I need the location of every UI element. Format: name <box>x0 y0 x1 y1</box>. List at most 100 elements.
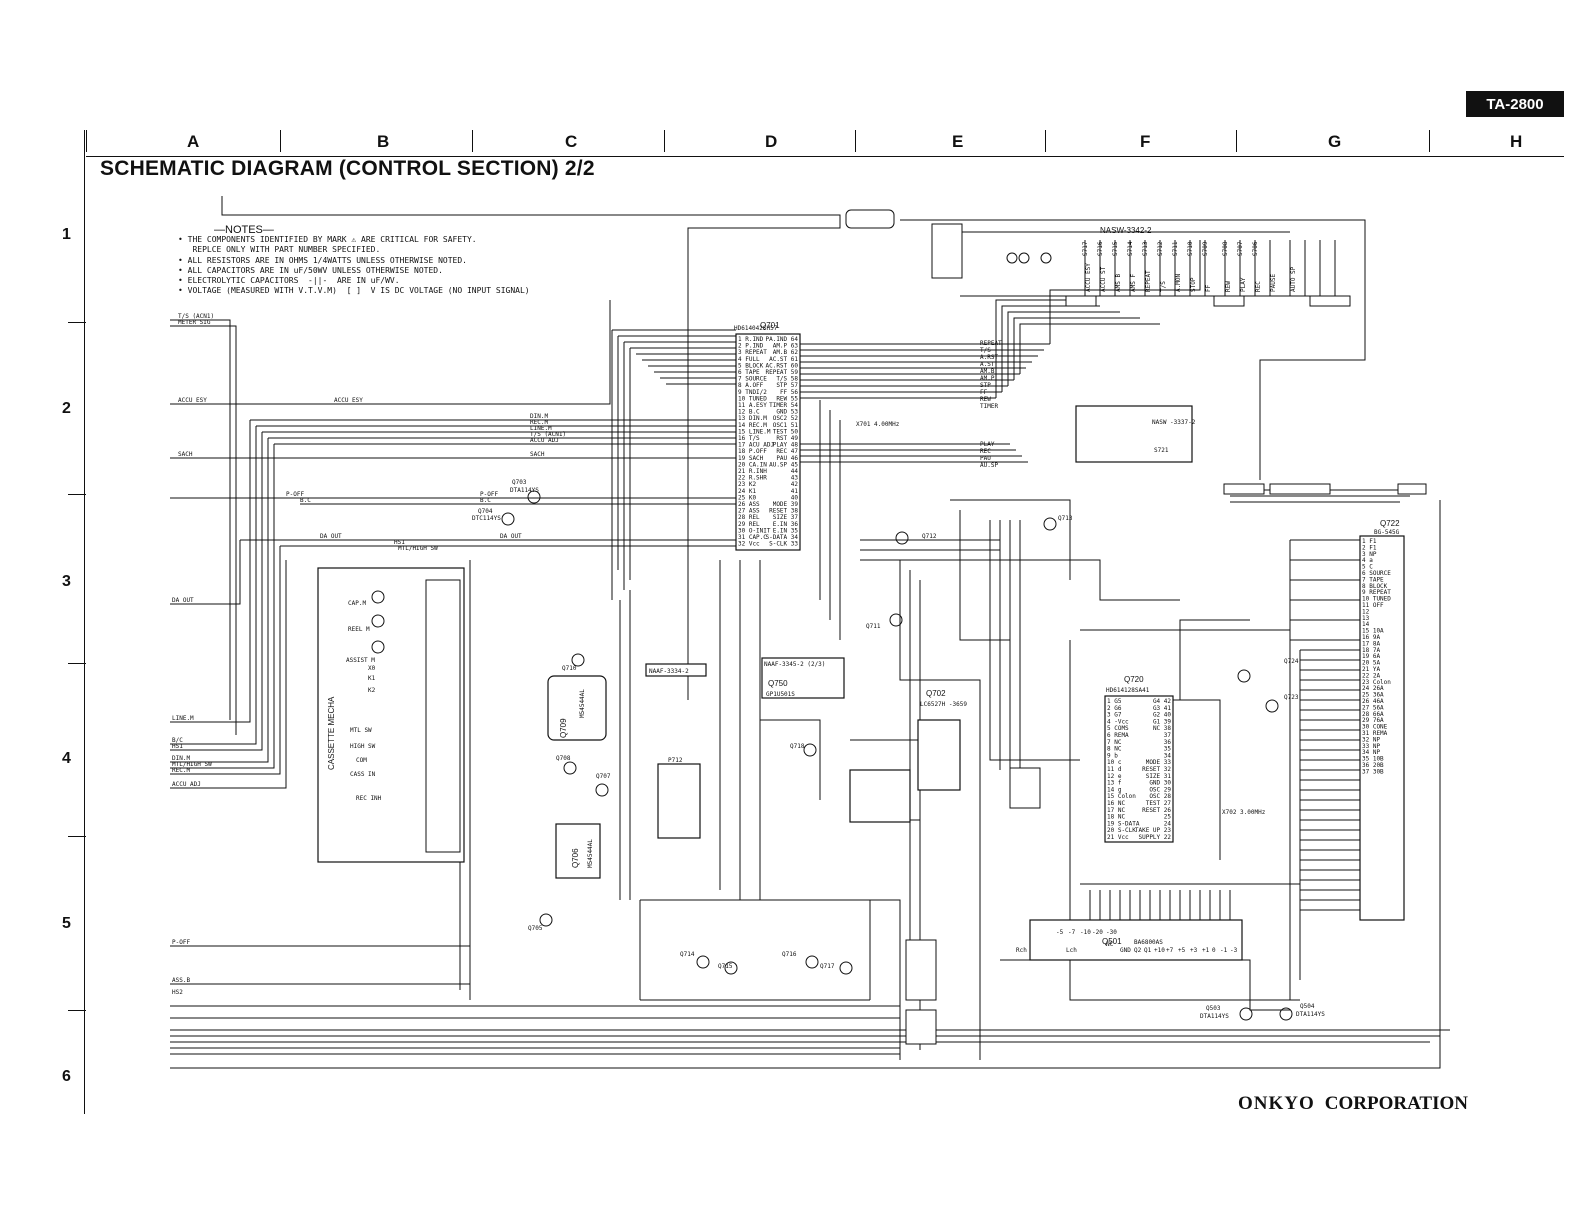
q750-part: GP1U501S <box>766 691 795 698</box>
signal-label: T/S (ACN1) <box>178 313 214 320</box>
transistor-q503 <box>1239 1007 1253 1021</box>
notes-heading-text: NOTES <box>225 224 263 236</box>
wire <box>1089 890 1231 920</box>
q701-pin: 12 B.C <box>738 409 760 416</box>
q701-pin: AM.B 62 <box>773 349 799 356</box>
q722-pin: 17 8A <box>1362 640 1380 647</box>
q720-pin: 34 <box>1164 752 1172 759</box>
signal-label: LINE.M <box>172 715 194 722</box>
q701-pin: 6 TAPE <box>738 369 760 376</box>
q722-pin: 5 C <box>1362 564 1373 571</box>
q704-ref: Q704 <box>478 508 493 515</box>
wire <box>612 329 736 385</box>
signal-label: P-OFF <box>480 491 498 498</box>
transistor-q718 <box>803 743 817 757</box>
q701-pin: 20 CA.IN <box>738 461 767 468</box>
q702-ref: Q702 <box>926 689 946 698</box>
q701-pin: GND 53 <box>776 409 798 416</box>
q701-pin: MODE 39 <box>773 501 799 508</box>
signal-label: METER SIG <box>178 319 211 326</box>
q720-pin: 5 COMS <box>1107 725 1129 732</box>
wire <box>819 400 841 640</box>
wire <box>170 546 281 775</box>
signal-label: PAU <box>980 455 991 462</box>
q701-pin: 17 ACU ADJ <box>738 442 774 449</box>
q701-pin: 27 ASS <box>738 508 760 515</box>
transistor-q712 <box>895 531 909 545</box>
column-tick <box>472 130 473 152</box>
q720-pin: 18 NC <box>1107 814 1125 821</box>
corporation-text: CORPORATION <box>1324 1093 1468 1114</box>
x701-label: X701 4.00MHz <box>856 421 900 428</box>
key-label: FF <box>1205 284 1212 292</box>
q722-pin: 19 6A <box>1362 653 1380 660</box>
q701-pin: RST 49 <box>776 435 798 442</box>
q701-pin: 19 SACH <box>738 455 764 462</box>
wire <box>170 432 263 751</box>
signal-label: ACCU ESY <box>178 397 207 404</box>
q501-pin: -7 <box>1068 929 1076 936</box>
q720-pin: G1 39 <box>1153 718 1171 725</box>
q701-pin: 16 T/S <box>738 435 760 442</box>
column-label-e: E <box>952 132 964 151</box>
q701-ref: Q701 <box>760 321 780 330</box>
q720-pin: 11 d <box>1107 766 1122 773</box>
connector-p702a <box>1213 295 1245 307</box>
q701-part: HD614042SH57 <box>734 325 778 332</box>
signal-label: T/S (ACN1) <box>530 431 566 438</box>
q701-pin: 3 REPEAT <box>738 349 767 356</box>
naaf-3334-label: NAAF-3334-2 <box>649 668 689 675</box>
q701-output-labels: REPEAT T/S A.RST A.ST AM.B AM.P STP FF R… <box>980 340 1002 469</box>
q720-pin: 15 Colon <box>1107 793 1136 800</box>
mecha-label: REEL M <box>348 626 370 633</box>
nasw-3337-label: NASW -3337-2 <box>1152 419 1196 426</box>
transistor-q724 <box>1237 669 1251 683</box>
wire <box>170 319 231 720</box>
q722-pin: 18 7A <box>1362 647 1380 654</box>
signal-label: LINE.M <box>530 425 552 432</box>
q724-ref: Q724 <box>1284 658 1299 665</box>
q701-pin: 30 O-INIT <box>738 527 771 534</box>
row-label-1: 1 <box>62 226 71 243</box>
key-label: REPEAT <box>1145 270 1152 292</box>
q710-ref: Q710 <box>562 665 577 672</box>
q501-ref: Q501 <box>1102 937 1122 946</box>
q722-pin: 15 10A <box>1362 628 1384 635</box>
signal-label: REC.M <box>172 767 190 774</box>
q720-ic <box>1104 695 1174 843</box>
wire <box>995 299 1160 398</box>
connector-p708a <box>1223 483 1265 495</box>
q701-pin: AM.P 63 <box>773 343 799 350</box>
signal-label: DIN.M <box>172 755 190 762</box>
signal-label: P-OFF <box>286 491 304 498</box>
nasw-key-labels: ACCU ESY ACCU ST AMS B AMS F REPEAT T/S … <box>1082 241 1297 292</box>
mid-signal-labels: ACCU ESY DIN.M REC.M LINE.M T/S (ACN1) A… <box>320 397 566 552</box>
row-label-5: 5 <box>62 915 71 932</box>
q701-pin: 32 Vcc <box>738 541 760 548</box>
row-label-2: 2 <box>62 400 71 417</box>
column-label-a: A <box>187 132 200 151</box>
q501-pin: 0 <box>1212 947 1216 954</box>
signal-label: AM.P <box>980 375 995 382</box>
wire <box>960 231 1310 297</box>
q501-pin: NC <box>1106 941 1114 948</box>
q720-pin: 6 REMA <box>1107 732 1129 739</box>
wire <box>639 899 871 1001</box>
q720-pin-labels-left: 1 G5 2 G6 3 G7 4 -Vcc 5 COMS 6 REMA 7 NC… <box>1107 698 1140 841</box>
signal-label: PLAY <box>980 441 995 448</box>
connector-p301 <box>905 939 937 1001</box>
q722-pin: 31 REMA <box>1362 730 1388 737</box>
mecha-label: K1 <box>368 675 376 682</box>
signal-label: HS1 <box>394 539 405 546</box>
q709-part: M54544AL <box>579 689 586 718</box>
q720-pin: 36 <box>1164 739 1172 746</box>
q701-pin: T/S 58 <box>776 376 798 383</box>
signal-label: ASS.B <box>172 977 190 984</box>
key-ref: S712 <box>1157 241 1164 256</box>
q722-pin: 24 26A <box>1362 685 1384 692</box>
q501-pin: Q1 <box>1144 947 1152 954</box>
q720-pin: 24 <box>1164 820 1172 827</box>
q707-ref: Q707 <box>596 773 611 780</box>
key-label: T/S <box>1160 281 1167 292</box>
signal-label: DIN.M <box>530 413 548 420</box>
